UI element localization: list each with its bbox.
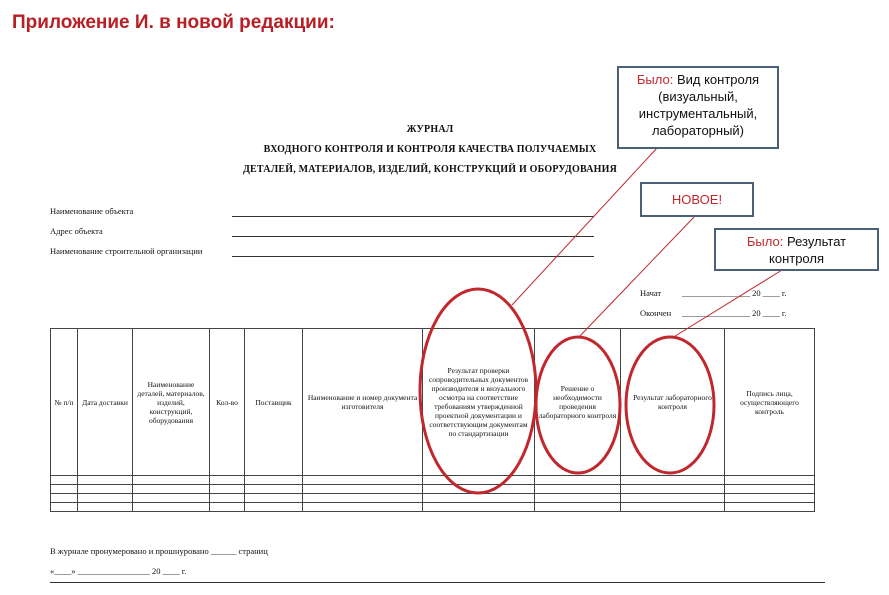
connector-line-1: [511, 147, 658, 306]
table-row: [50, 502, 815, 512]
finished-date: ________________ 20 ____ г.: [682, 308, 787, 318]
highlight-ellipse-lab-result: [624, 335, 716, 475]
footer-numbered: В журнале пронумеровано и прошнуровано _…: [50, 546, 268, 556]
callout-was-text: Вид контроля (визуальный, инструментальн…: [638, 72, 760, 138]
col-manufacturer-document: Наименование и номер документа изготовит…: [302, 328, 423, 476]
connector-line-2: [577, 215, 696, 339]
callout-was-label: Было:: [636, 72, 674, 87]
footer-date: «____» _________________ 20 ____ г.: [50, 566, 187, 576]
col-inspector-signature: Подпись лица, осуществляющего контроль: [724, 328, 815, 476]
journal-title: ЖУРНАЛ: [406, 124, 454, 135]
callout-was-control-type: Было: Вид контроля (визуальный, инструме…: [617, 66, 779, 149]
connector-line-3: [671, 269, 783, 339]
highlight-ellipse-document-check: [418, 287, 538, 495]
journal-subtitle-1: ВХОДНОГО КОНТРОЛЯ И КОНТРОЛЯ КАЧЕСТВА ПО…: [263, 144, 597, 155]
highlight-ellipse-lab-decision: [534, 335, 622, 475]
journal-subtitle-2: ДЕТАЛЕЙ, МАТЕРИАЛОВ, ИЗДЕЛИЙ, КОНСТРУКЦИ…: [242, 164, 618, 175]
callout-was-control-result: Было: Результат контроля: [714, 228, 879, 271]
field-object-address-label: Адрес объекта: [50, 226, 103, 236]
callout-was-label: Было:: [746, 234, 784, 249]
field-object-address-line: [232, 236, 594, 237]
field-object-name-label: Наименование объекта: [50, 206, 134, 216]
col-document-check-result: Результат проверки сопроводительных доку…: [422, 328, 535, 476]
bottom-rule: [50, 582, 825, 583]
finished-label: Окончен: [640, 308, 672, 318]
started-label: Начат: [640, 288, 662, 298]
field-organization-label: Наименование строительной организации: [50, 246, 203, 256]
field-organization-line: [232, 256, 594, 257]
callout-new: НОВОЕ!: [640, 182, 754, 217]
callout-was-text: Результат контроля: [769, 234, 847, 266]
slide-title: Приложение И. в новой редакции:: [12, 12, 335, 33]
table-row: [50, 484, 815, 494]
col-item-name: Наименование деталей, материалов, издели…: [132, 328, 210, 476]
started-date: ________________ 20 ____ г.: [682, 288, 787, 298]
field-object-name-line: [232, 216, 594, 217]
col-supplier: Поставщик: [244, 328, 303, 476]
